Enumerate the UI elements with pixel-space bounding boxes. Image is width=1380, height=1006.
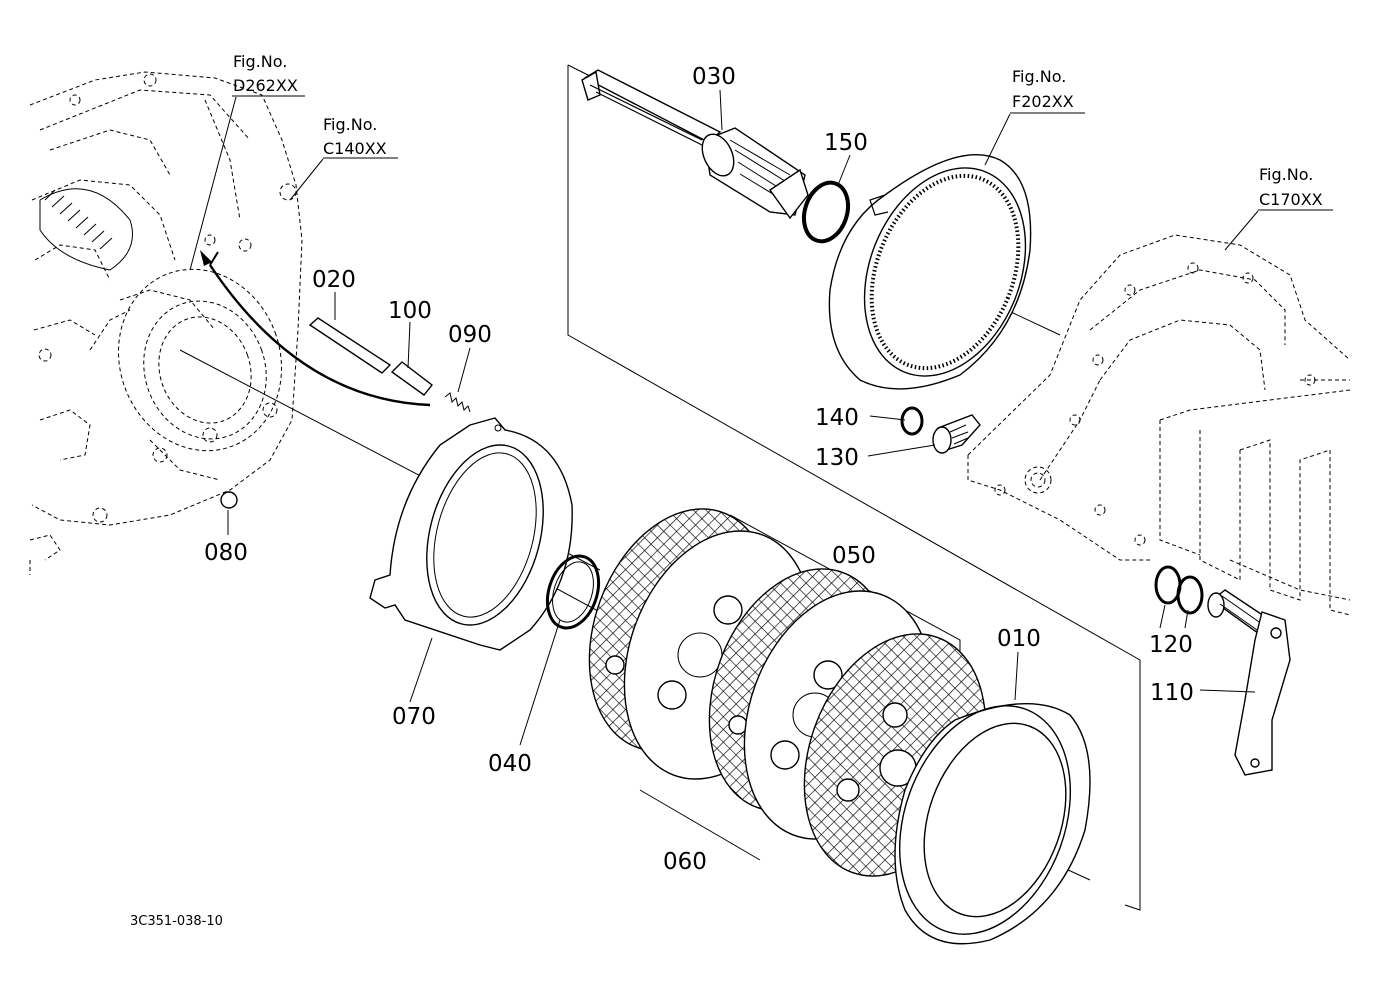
- label-030: 030: [692, 64, 736, 90]
- fig-ref-c140-line2: C140XX: [323, 139, 387, 158]
- label-070: 070: [392, 704, 436, 730]
- label-010: 010: [997, 626, 1041, 652]
- fig-ref-d262-line1: Fig.No.: [233, 52, 287, 71]
- part-120-o-rings: [1154, 565, 1204, 615]
- leader-lines: [189, 89, 1333, 746]
- diagram-code: 3C351-038-10: [130, 914, 223, 929]
- label-120: 120: [1149, 632, 1193, 658]
- label-150: 150: [824, 130, 868, 156]
- part-090-spring: [444, 392, 471, 413]
- label-090: 090: [448, 322, 492, 348]
- part-100-collar: [390, 361, 433, 396]
- fig-ref-c170-line2: C170XX: [1259, 190, 1323, 209]
- part-080-ball: [220, 491, 238, 509]
- part-130-collar: [932, 414, 981, 454]
- ring-gear: [828, 153, 1032, 390]
- figure-references: Fig.No. D262XX Fig.No. C140XX Fig.No. F2…: [233, 52, 1323, 209]
- part-040-snap-ring: [545, 554, 601, 630]
- part-070-plate: [369, 417, 573, 651]
- label-140: 140: [815, 405, 859, 431]
- label-050: 050: [832, 543, 876, 569]
- label-100: 100: [388, 298, 432, 324]
- fig-ref-c170-line1: Fig.No.: [1259, 165, 1313, 184]
- fig-ref-f202-line2: F202XX: [1012, 92, 1074, 111]
- fig-ref-f202-line1: Fig.No.: [1012, 67, 1066, 86]
- part-030-shaft: [581, 69, 809, 220]
- part-010-piston: [894, 703, 1091, 945]
- label-110: 110: [1150, 680, 1194, 706]
- label-060: 060: [663, 849, 707, 875]
- transmission-case-housing: [29, 71, 303, 575]
- front-gear-case-housing: [967, 234, 1351, 616]
- part-110-lever: [1207, 589, 1291, 776]
- label-080: 080: [204, 540, 248, 566]
- label-020: 020: [312, 267, 356, 293]
- fig-ref-d262-line2: D262XX: [233, 76, 298, 95]
- label-130: 130: [815, 445, 859, 471]
- part-150-o-ring: [801, 180, 851, 244]
- fig-ref-c140-line1: Fig.No.: [323, 115, 377, 134]
- part-020-pin: [308, 317, 392, 374]
- label-040: 040: [488, 751, 532, 777]
- part-number-labels: 030 150 020 100 090 140 130 080 050 010 …: [204, 64, 1194, 875]
- spring-route-arrow: [200, 250, 431, 407]
- part-140-snap-ring: [900, 406, 924, 436]
